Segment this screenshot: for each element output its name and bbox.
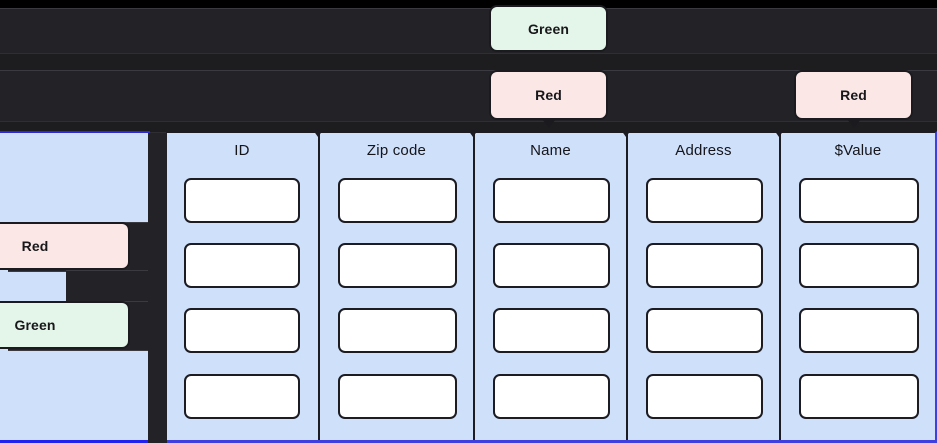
badge-pointer-arrow (541, 119, 556, 128)
cell-input[interactable] (184, 374, 300, 419)
badge-pointer-arrow (846, 119, 861, 128)
table-column-address: Address (626, 133, 779, 440)
annotation-bar-2 (0, 53, 937, 71)
column-header: Name (530, 142, 571, 159)
table-column-value: $Value (779, 133, 935, 440)
vertical-gutter-strip (148, 133, 167, 443)
cell-input[interactable] (338, 308, 457, 353)
top-badge-red-3[interactable]: Red (794, 70, 913, 120)
cell-input[interactable] (338, 243, 457, 288)
table-column-id: ID (166, 133, 318, 440)
top-badge-red-2[interactable]: Red (489, 70, 608, 120)
cell-input[interactable] (184, 308, 300, 353)
cell-input[interactable] (799, 243, 919, 288)
column-divider-tick (468, 130, 478, 137)
side-annotation-bar-2 (66, 270, 150, 303)
column-header: ID (234, 142, 250, 159)
cell-input[interactable] (338, 374, 457, 419)
cell-input[interactable] (493, 243, 610, 288)
column-header: $Value (834, 142, 882, 159)
cell-input[interactable] (493, 308, 610, 353)
column-divider-tick (774, 130, 784, 137)
cell-input[interactable] (646, 178, 763, 223)
cell-input[interactable] (646, 374, 763, 419)
cell-input[interactable] (646, 308, 763, 353)
annotation-bar-3 (0, 70, 937, 122)
table-column-name: Name (473, 133, 626, 440)
table-column-zip-code: Zip code (318, 133, 473, 440)
cell-input[interactable] (799, 374, 919, 419)
cell-input[interactable] (493, 178, 610, 223)
column-divider-tick (313, 130, 323, 137)
table-panel: ID Zip code Name Address $Value (166, 131, 937, 443)
side-badge-red-1[interactable]: Red (0, 222, 130, 270)
cell-input[interactable] (646, 243, 763, 288)
top-badge-green-1[interactable]: Green (489, 5, 608, 52)
cell-input[interactable] (338, 178, 457, 223)
cell-input[interactable] (184, 178, 300, 223)
side-badge-green-2[interactable]: Green (0, 301, 130, 349)
column-header: Address (675, 142, 732, 159)
column-divider-tick (621, 130, 631, 137)
cell-input[interactable] (799, 178, 919, 223)
annotation-bar-1 (0, 8, 937, 54)
cell-input[interactable] (184, 243, 300, 288)
column-header: Zip code (366, 142, 427, 159)
cell-input[interactable] (799, 308, 919, 353)
cell-input[interactable] (493, 374, 610, 419)
